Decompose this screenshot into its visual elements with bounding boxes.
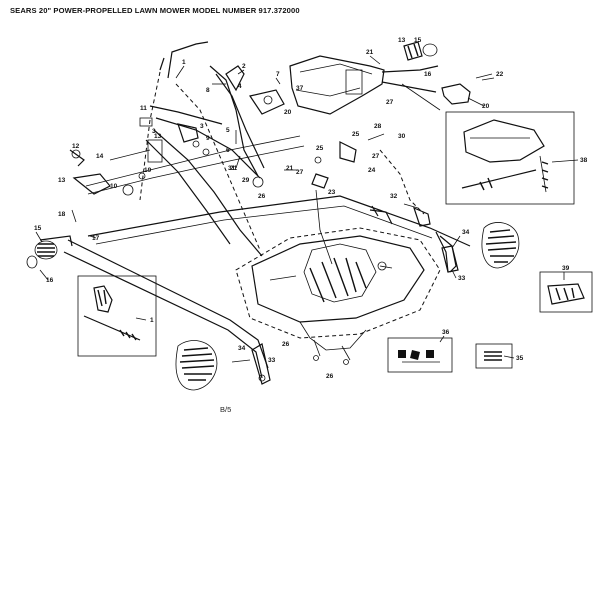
center-linkage <box>177 65 333 265</box>
callout-4: 4 <box>238 83 242 90</box>
handle-assembly <box>85 41 305 257</box>
callout-22: 22 <box>496 71 504 78</box>
callout-32: 32 <box>390 193 398 200</box>
callout-26c: 26 <box>326 373 334 380</box>
callout-19: 19 <box>144 167 152 174</box>
callout-10: 10 <box>110 183 118 190</box>
footer-note: B/5 <box>220 405 231 414</box>
deck-hardware <box>313 339 351 365</box>
callout-34b: 34 <box>238 345 246 352</box>
callout-15b: 15 <box>414 37 422 44</box>
callout-37: 37 <box>296 85 304 92</box>
control-cable-parts <box>39 117 269 379</box>
mower-deck <box>235 227 441 351</box>
inset-part-39 <box>539 271 593 313</box>
callout-11: 11 <box>140 105 147 112</box>
leader-lines <box>35 55 579 359</box>
callout-28: 28 <box>374 123 382 130</box>
callout-24: 24 <box>368 167 376 174</box>
lower-wheel-bracket <box>231 245 459 385</box>
callout-34: 34 <box>462 229 470 236</box>
callout-20: 20 <box>482 103 490 110</box>
right-rear-wheel <box>481 222 520 269</box>
callout-1b: 1 <box>150 317 154 324</box>
callout-36: 36 <box>442 329 450 336</box>
callout-7: 7 <box>276 71 280 78</box>
callout-17: 17 <box>92 235 100 242</box>
callout-38: 38 <box>580 157 588 164</box>
callout-33: 33 <box>458 275 466 282</box>
callout-33b: 33 <box>268 357 276 364</box>
callout-23: 23 <box>328 189 336 196</box>
callout-30: 30 <box>398 133 406 140</box>
inset-hardware-35 <box>475 343 513 369</box>
callout-26: 26 <box>282 341 290 348</box>
callout-9: 9 <box>206 135 210 142</box>
left-drive-gear <box>26 240 58 269</box>
callout-14: 14 <box>96 153 104 160</box>
transmission-housing <box>289 41 493 115</box>
callout-16b: 16 <box>424 71 432 78</box>
callout-27b: 27 <box>372 153 380 160</box>
callout-35: 35 <box>516 355 524 362</box>
callout-21: 21 <box>366 49 374 56</box>
callout-5: 5 <box>226 127 230 134</box>
callout-27c: 27 <box>386 99 394 106</box>
callout-1: 1 <box>182 59 186 66</box>
callout-labels: 1 1 2 3 3 4 5 6 7 8 9 10 11 12 13 13 13 … <box>34 37 588 414</box>
callout-3b: 3 <box>152 128 156 135</box>
left-front-wheel <box>175 340 218 391</box>
callout-13b: 13 <box>154 133 162 140</box>
callout-2: 2 <box>242 63 246 70</box>
callout-39: 39 <box>562 265 570 272</box>
callout-18: 18 <box>58 211 66 218</box>
inset-transmission <box>445 111 575 205</box>
callout-25b: 25 <box>316 145 324 152</box>
callout-21c: 21 <box>230 165 238 172</box>
inset-hardware-36 <box>387 337 453 373</box>
callout-13c: 13 <box>398 37 406 44</box>
callout-21b: 21 <box>286 165 294 172</box>
callout-16: 16 <box>46 277 54 284</box>
callout-29: 29 <box>242 177 250 184</box>
callout-13: 13 <box>58 177 66 184</box>
callout-27: 27 <box>296 169 304 176</box>
inset-handle-bracket <box>77 275 157 357</box>
callout-26b: 26 <box>258 193 266 200</box>
callout-6: 6 <box>226 147 230 154</box>
callout-15: 15 <box>34 225 42 232</box>
callout-12: 12 <box>72 143 80 150</box>
callout-8: 8 <box>206 87 210 94</box>
callout-20b: 20 <box>284 109 292 116</box>
callout-25: 25 <box>352 131 360 138</box>
callout-3: 3 <box>200 123 204 130</box>
frame-bars <box>87 195 471 273</box>
diagram-title: SEARS 20" POWER-PROPELLED LAWN MOWER MOD… <box>10 6 300 15</box>
callout-31: 31 <box>228 165 236 172</box>
right-linkage <box>339 133 431 227</box>
